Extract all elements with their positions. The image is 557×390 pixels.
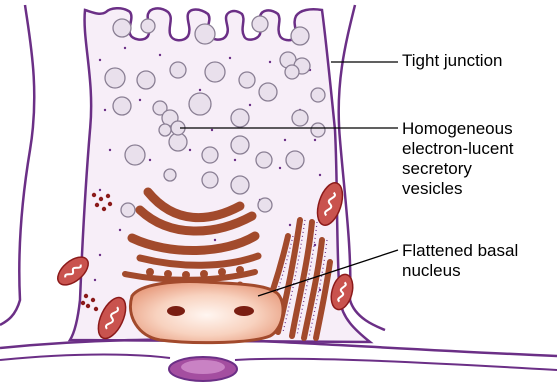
label-vesicles-line-4: vesicles xyxy=(402,179,514,199)
basement-membrane-lower xyxy=(0,355,557,371)
label-vesicles-line-3: secretory xyxy=(402,159,514,179)
nucleolus-left xyxy=(167,306,185,316)
label-nucleus-line-1: Flattened basal xyxy=(402,241,518,261)
label-tight-junction-text: Tight junction xyxy=(402,51,502,70)
label-tight-junction: Tight junction xyxy=(402,51,502,71)
label-vesicles-line-2: electron-lucent xyxy=(402,139,514,159)
left-neighbor-cell-outline xyxy=(0,5,34,325)
basement-membrane xyxy=(0,340,557,356)
capillary-lumen xyxy=(181,360,225,374)
flattened-basal-nucleus xyxy=(130,282,283,343)
label-flattened-basal-nucleus: Flattened basal nucleus xyxy=(402,241,518,281)
label-nucleus-line-2: nucleus xyxy=(402,261,518,281)
label-vesicles-line-1: Homogeneous xyxy=(402,119,514,139)
nucleolus-right xyxy=(234,306,254,316)
label-secretory-vesicles: Homogeneous electron-lucent secretory ve… xyxy=(402,119,514,199)
